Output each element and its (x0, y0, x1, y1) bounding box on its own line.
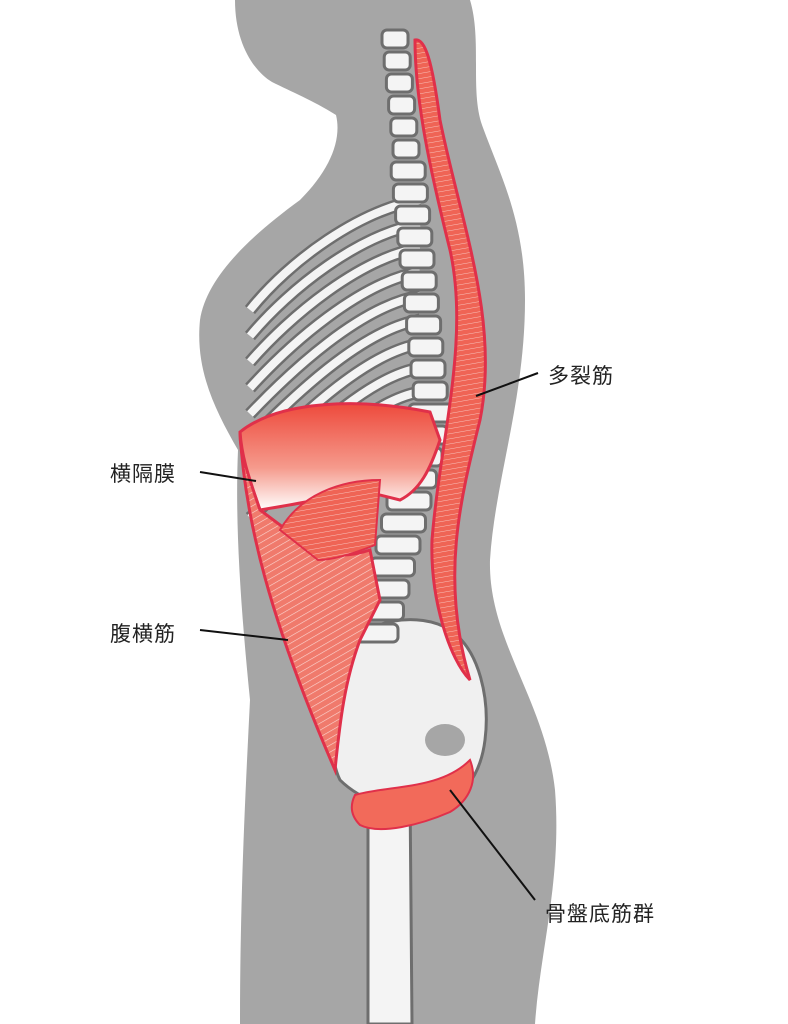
vertebra (389, 116, 419, 138)
vertebra (369, 556, 416, 578)
multifidus-muscle (413, 38, 487, 682)
vertebra (374, 534, 422, 556)
pelvic-floor-muscle (350, 758, 475, 831)
transversus-leader (199, 629, 289, 641)
transversus-abdominis-muscle (238, 431, 382, 776)
label-diaphragm: 横隔膜 (110, 462, 176, 486)
obturator-foramen (425, 724, 465, 756)
vertebra (411, 380, 449, 402)
vertebra (391, 138, 421, 160)
multifidus-leader (475, 372, 539, 397)
vertebra (394, 204, 432, 226)
vertebra (389, 160, 427, 182)
leader-lines (199, 372, 539, 901)
vertebra (400, 270, 438, 292)
rib (247, 268, 421, 391)
pelvic-floor-leader (449, 789, 536, 901)
vertebra (409, 358, 447, 380)
label-pelvic-floor: 骨盤底筋群 (545, 902, 655, 926)
vertebra (396, 226, 434, 248)
diaphragm-leader (199, 471, 257, 482)
inner-diaphragm (278, 478, 382, 562)
label-transversus-abdominis: 腹横筋 (110, 622, 176, 646)
vertebra (398, 248, 436, 270)
vertebra (391, 182, 429, 204)
vertebra (382, 50, 412, 72)
vertebra (407, 336, 445, 358)
vertebra (384, 72, 414, 94)
vertebra (380, 512, 427, 534)
vertebra (380, 28, 410, 50)
vertebra (405, 314, 443, 336)
rib (247, 292, 421, 417)
vertebra (402, 292, 440, 314)
label-multifidus: 多裂筋 (548, 364, 614, 388)
vertebra (387, 94, 417, 116)
rib (246, 244, 421, 365)
